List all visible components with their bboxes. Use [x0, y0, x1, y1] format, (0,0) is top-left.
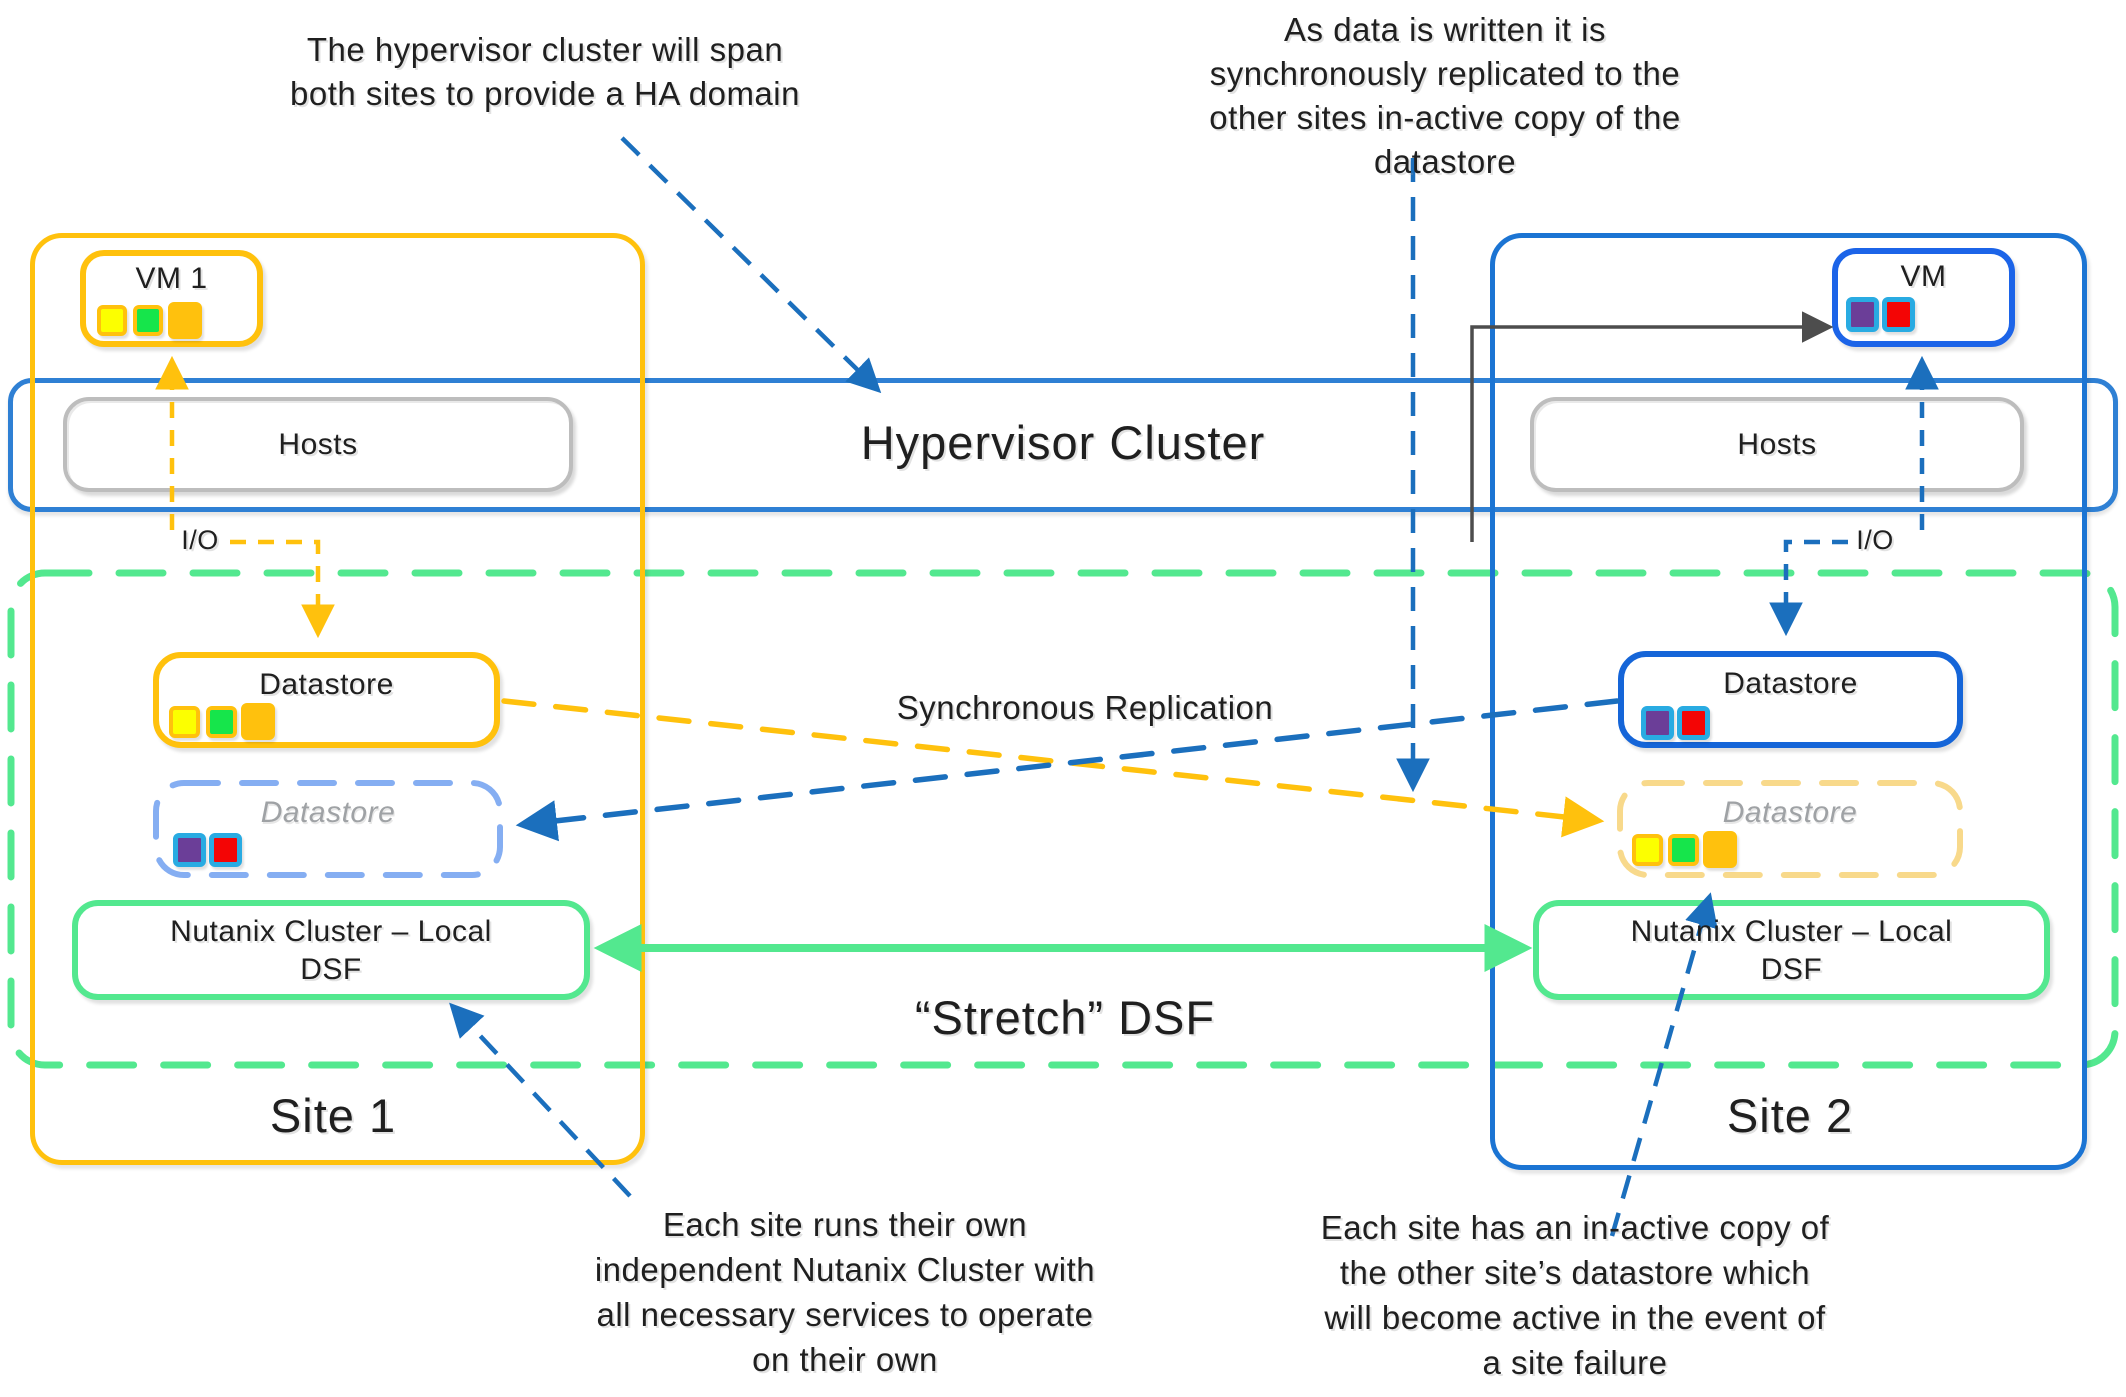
- site2-datastore-active-label: Datastore: [1723, 667, 1858, 700]
- topleft-annotation-arrow: [620, 136, 882, 394]
- site2-datastore-inactive-label: Datastore: [1722, 796, 1858, 829]
- site1-nutanix-cluster-box: [72, 900, 590, 1000]
- ds2-active-purple-block-icon: [1641, 706, 1674, 740]
- site1-datastore-active-label: Datastore: [259, 668, 394, 701]
- site1-vm-box: [80, 250, 263, 347]
- site2-hosts-label: Hosts: [1737, 428, 1817, 461]
- vm1-orange-block-icon: [168, 302, 202, 339]
- site2-datastore-active-box: [1618, 651, 1963, 748]
- ds2-inactive-yellow-block-icon: [1632, 834, 1663, 866]
- ds1-active-orange-block-icon: [241, 703, 275, 740]
- site1-label: Site 1: [269, 1089, 397, 1142]
- vm2-red-block-icon: [1882, 297, 1915, 332]
- ds1-active-green-block-icon: [206, 706, 237, 738]
- stretch-dsf-label: “Stretch” DSF: [914, 991, 1216, 1044]
- vm1-green-block-icon: [133, 305, 163, 336]
- sync-replication-label: Synchronous Replication: [896, 689, 1274, 726]
- site2-vm-label: VM: [1900, 260, 1947, 293]
- ds1-active-yellow-block-icon: [169, 706, 200, 738]
- ds2-inactive-green-block-icon: [1668, 834, 1699, 866]
- site2-label: Site 2: [1726, 1089, 1854, 1142]
- ds1-inactive-red-block-icon: [209, 833, 242, 867]
- ds2-active-red-block-icon: [1677, 706, 1710, 740]
- ds2-inactive-orange-block-icon: [1703, 831, 1737, 868]
- site2-io-label: I/O: [1856, 525, 1894, 555]
- site1-hosts-label: Hosts: [278, 428, 358, 461]
- vm1-yellow-block-icon: [97, 305, 127, 336]
- site1-hosts-box: [63, 397, 573, 492]
- site1-datastore-inactive-label: Datastore: [260, 796, 396, 829]
- ds1-inactive-purple-block-icon: [173, 833, 206, 867]
- site1-io-label: I/O: [181, 525, 219, 555]
- site1-vm-label: VM 1: [135, 262, 208, 295]
- hypervisor-cluster-band: [8, 378, 2118, 512]
- vm2-purple-block-icon: [1846, 297, 1879, 332]
- hypervisor-cluster-label: Hypervisor Cluster: [860, 416, 1266, 469]
